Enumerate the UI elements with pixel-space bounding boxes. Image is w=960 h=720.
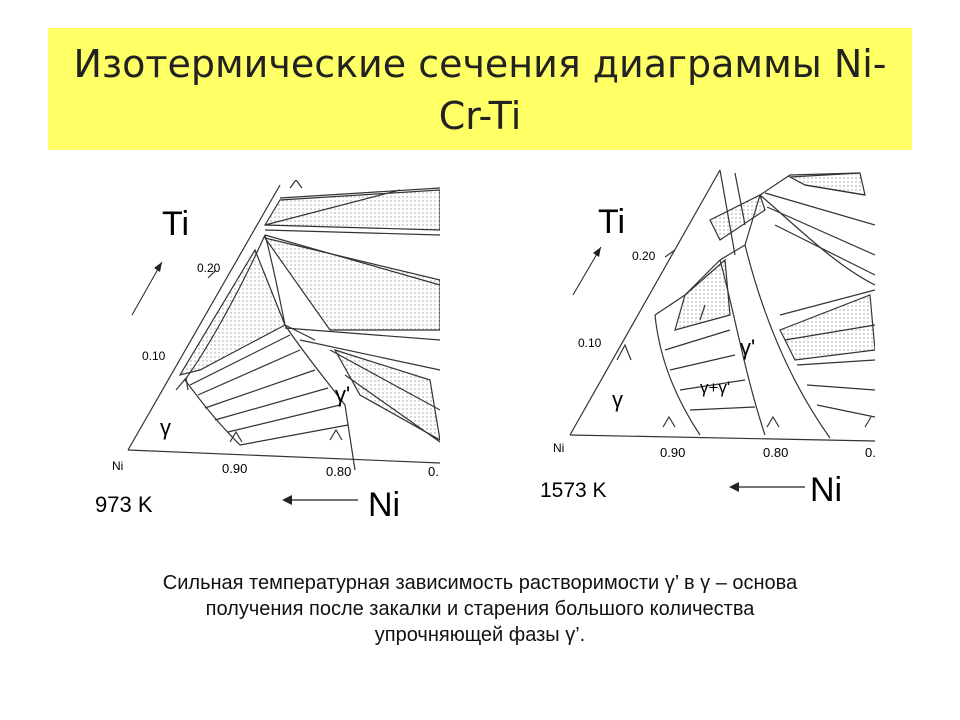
phase-label-mixed: γ+γ' xyxy=(700,378,730,397)
two-phase-region xyxy=(178,248,286,376)
tick-label-080: 0.80 xyxy=(763,445,788,460)
temperature-label: 973 K xyxy=(95,492,153,517)
two-phase-region xyxy=(787,172,866,196)
corner-label: Ni xyxy=(112,459,123,473)
tick-label-cut: 0. xyxy=(428,464,439,479)
tick-label-020: 0.20 xyxy=(632,249,656,263)
base-label: Ni xyxy=(368,486,400,520)
caption-line-2: получения после закалки и старения больш… xyxy=(205,598,755,620)
phase-label-gamma-prime: γ' xyxy=(740,335,755,360)
arrow-head xyxy=(154,262,162,272)
apex-label: Ti xyxy=(162,205,189,243)
corner-label: Ni xyxy=(553,441,564,455)
phase-label-gamma: γ xyxy=(160,415,171,440)
slide-title: Изотермические сечения диаграммы Ni- Cr-… xyxy=(48,38,912,142)
tick-label-020: 0.20 xyxy=(197,261,221,275)
phase-diagram-973k: Ti 0.20 0.10 Ni 0.90 0.80 0. γ γ' 973 K … xyxy=(90,180,445,524)
diagram-linework xyxy=(127,180,440,471)
title-line-1: Изотермические сечения диаграммы Ni- xyxy=(73,42,887,86)
ti-direction-arrow xyxy=(131,261,163,316)
phase-diagram-1573k: Ti 0.20 0.10 Ni 0.90 0.80 0. γ γ' γ+γ' 1… xyxy=(535,165,880,515)
tick-label-090: 0.90 xyxy=(660,445,685,460)
temperature-label: 1573 K xyxy=(540,479,607,502)
title-bar: Изотермические сечения диаграммы Ni- Cr-… xyxy=(48,28,912,150)
phase-diagram-1573k-svg: Ti 0.20 0.10 Ni 0.90 0.80 0. γ γ' γ+γ' 1… xyxy=(540,169,876,509)
caption-line-1: Сильная температурная зависимость раство… xyxy=(162,572,798,594)
arrow-head xyxy=(593,247,601,257)
two-phase-region xyxy=(779,294,875,361)
phase-label-gamma-prime: γ' xyxy=(335,382,350,407)
tick-label-010: 0.10 xyxy=(578,336,602,350)
diagram-linework xyxy=(569,169,875,442)
tick-label-080: 0.80 xyxy=(326,464,351,479)
apex-label: Ti xyxy=(598,203,625,241)
tick-label-cut: 0. xyxy=(865,445,876,460)
caption-line-3: упрочняющей фазы γ’. xyxy=(374,624,586,646)
phase-label-gamma: γ xyxy=(612,387,623,412)
two-phase-region xyxy=(674,258,731,331)
tick-label-090: 0.90 xyxy=(222,461,247,476)
two-phase-region xyxy=(333,348,440,441)
tick-label-010: 0.10 xyxy=(142,349,166,363)
two-phase-region xyxy=(709,194,766,241)
phase-diagram-973k-svg: Ti 0.20 0.10 Ni 0.90 0.80 0. γ γ' 973 K … xyxy=(95,180,440,524)
slide-caption: Сильная температурная зависимость раство… xyxy=(95,570,865,648)
title-line-2: Cr-Ti xyxy=(438,94,522,138)
two-phase-region xyxy=(263,189,440,231)
two-phase-region xyxy=(263,237,440,331)
arrow-head xyxy=(282,495,292,505)
arrow-head xyxy=(729,482,739,492)
base-label: Ni xyxy=(810,471,842,509)
